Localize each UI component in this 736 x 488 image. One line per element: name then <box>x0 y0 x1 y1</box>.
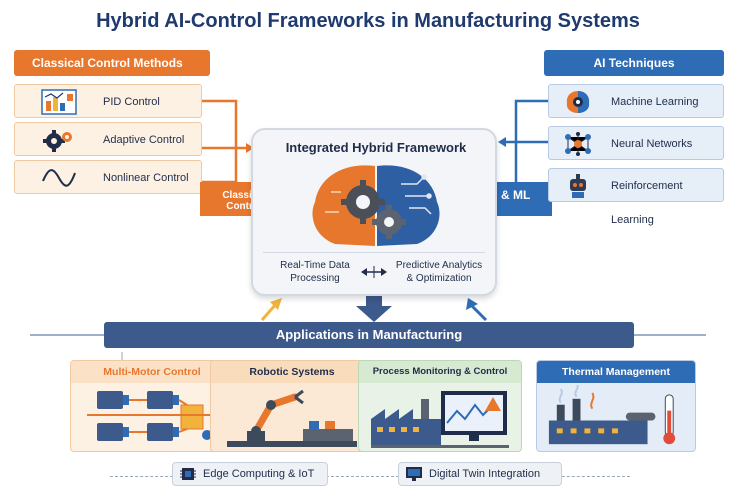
footer-digital-twin[interactable]: Digital Twin Integration <box>398 462 562 486</box>
realtime-line-1: Real-Time Data <box>280 260 350 271</box>
brain-gear-icon <box>566 91 590 113</box>
classical-item-adaptive[interactable]: Adaptive Control <box>14 122 202 156</box>
ai-item-rl[interactable]: Reinforcement Learning <box>548 168 724 226</box>
ai-item-ml[interactable]: Machine Learning <box>548 84 724 118</box>
app-card-multi-motor[interactable]: Multi-Motor Control <box>70 360 234 452</box>
footer-label: Edge Computing & IoT <box>203 468 315 480</box>
monitor-icon <box>406 467 422 481</box>
ai-item-label: Reinforcement Learning <box>611 180 683 226</box>
pid-chart-icon <box>41 89 77 115</box>
robot-arm-illustration <box>227 389 357 447</box>
framework-title: Integrated Hybrid Framework <box>285 140 467 155</box>
classical-item-nonlinear[interactable]: Nonlinear Control <box>14 160 202 194</box>
ai-techniques-panel: AI Techniques Machine Learning Neural Ne… <box>544 50 724 226</box>
footer-edge-computing[interactable]: Edge Computing & IoT <box>172 462 328 486</box>
realtime-text: Real-Time Data Processing <box>273 259 357 285</box>
app-card-process[interactable]: Process Monitoring & Control <box>358 360 522 452</box>
classical-item-label: PID Control <box>103 96 160 108</box>
ai-item-label: Neural Networks <box>611 138 693 150</box>
page-title: Hybrid AI-Control Frameworks in Manufact… <box>96 10 640 32</box>
gears-icon <box>43 130 72 152</box>
classical-item-pid[interactable]: PID Control <box>14 84 202 118</box>
classical-item-label: Nonlinear Control <box>103 172 189 184</box>
ai-item-label: Machine Learning <box>611 96 699 108</box>
app-card-title: Process Monitoring & Control <box>359 361 521 383</box>
framework-bottom: Real-Time Data Processing Predictive Ana… <box>263 252 485 292</box>
motors-illustration <box>87 391 217 441</box>
sine-wave-icon <box>42 169 76 187</box>
predictive-text: Predictive Analytics & Optimization <box>389 259 489 285</box>
app-card-robotic[interactable]: Robotic Systems <box>210 360 374 452</box>
factory-monitor-illustration <box>371 391 509 448</box>
classical-control-panel: Classical Control Methods PID Control Ad… <box>14 50 210 198</box>
predictive-line-2: & Optimization <box>406 273 472 284</box>
robot-icon <box>570 174 586 198</box>
predictive-line-1: Predictive Analytics <box>395 260 483 271</box>
classical-header: Classical Control Methods <box>14 50 210 76</box>
classical-item-label: Adaptive Control <box>103 134 185 146</box>
ai-item-nn[interactable]: Neural Networks <box>548 126 724 160</box>
footer-label: Digital Twin Integration <box>429 468 541 480</box>
brain-gear-illustration <box>312 165 440 246</box>
app-card-thermal[interactable]: Thermal Management <box>536 360 696 452</box>
app-card-title: Thermal Management <box>537 361 695 383</box>
classical-arrow-label: Classical Control <box>222 190 266 212</box>
thermal-factory-illustration <box>548 385 676 445</box>
bidirectional-arrow-icon <box>361 266 387 278</box>
integrated-framework: Integrated Hybrid Framework Real-Time Da… <box>251 128 497 296</box>
applications-header: Applications in Manufacturing <box>104 322 634 348</box>
app-card-title: Multi-Motor Control <box>71 361 233 383</box>
ai-header: AI Techniques <box>544 50 724 76</box>
footer-divider <box>110 476 630 477</box>
chip-icon <box>180 468 196 480</box>
realtime-line-2: Processing <box>290 273 340 284</box>
app-card-title: Robotic Systems <box>211 361 373 383</box>
network-icon <box>565 132 591 156</box>
